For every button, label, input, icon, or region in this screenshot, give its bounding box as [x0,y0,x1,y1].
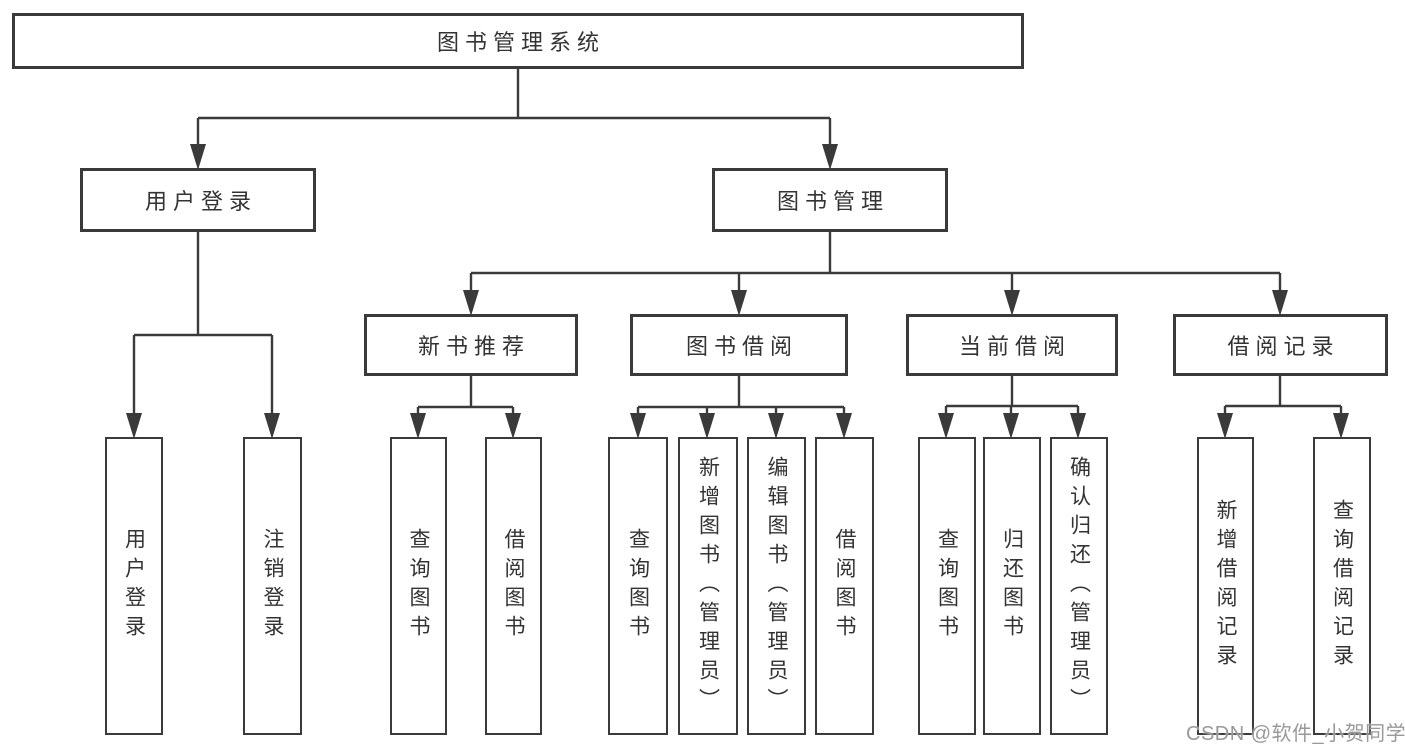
node-label: 归还图书 [1000,528,1024,644]
node-leaf-query-books-borrowing: 查询图书 [608,437,668,735]
node-label: 确认归还（管理员） [1067,455,1091,717]
node-label: 注销登录 [261,528,284,644]
node-leaf-query-books-recommend: 查询图书 [390,437,447,735]
node-leaf-query-books-current: 查询图书 [918,437,976,735]
node-label: 借阅图书 [502,528,525,644]
node-leaf-add-borrow-record: 新增借阅记录 [1197,437,1254,735]
node-book-borrowing: 图书借阅 [630,314,848,376]
node-leaf-return-books: 归还图书 [983,437,1041,735]
node-label: 用户登录 [144,189,257,214]
node-current-borrowing: 当前借阅 [906,314,1118,376]
node-label: 借阅记录 [1227,334,1340,359]
node-label: 新增借阅记录 [1214,499,1237,673]
node-leaf-user-login: 用户登录 [105,437,163,735]
node-label: 编辑图书（管理员） [765,455,788,717]
node-label: 图书管理系统 [436,30,605,55]
node-label: 新书推荐 [417,334,530,359]
node-label: 查询借阅记录 [1330,499,1354,673]
node-label: 查询图书 [407,528,430,644]
node-user-login: 用户登录 [80,168,316,232]
node-label: 用户登录 [122,528,146,644]
node-leaf-query-borrow-record: 查询借阅记录 [1313,437,1371,735]
node-leaf-logout: 注销登录 [243,437,302,735]
node-borrowing-records: 借阅记录 [1173,314,1388,376]
node-new-book-recommend: 新书推荐 [364,314,578,376]
node-leaf-edit-books-admin: 编辑图书（管理员） [747,437,806,735]
node-label: 查询图书 [626,528,650,644]
node-leaf-add-books-admin: 新增图书（管理员） [678,437,738,735]
node-label: 新增图书（管理员） [696,455,720,717]
node-label: 借阅图书 [833,528,856,644]
node-label: 当前借阅 [958,334,1071,359]
node-label: 图书管理 [776,189,889,214]
node-leaf-borrow-books-recommend: 借阅图书 [485,437,542,735]
node-leaf-confirm-return-admin: 确认归还（管理员） [1050,437,1108,735]
node-label: 图书借阅 [685,334,798,359]
node-library-system: 图书管理系统 [12,13,1024,69]
node-book-management: 图书管理 [712,168,948,232]
watermark: CSDN @软件_小贺同学 [1186,723,1405,745]
node-label: 查询图书 [935,528,959,644]
node-leaf-borrow-books: 借阅图书 [815,437,874,735]
